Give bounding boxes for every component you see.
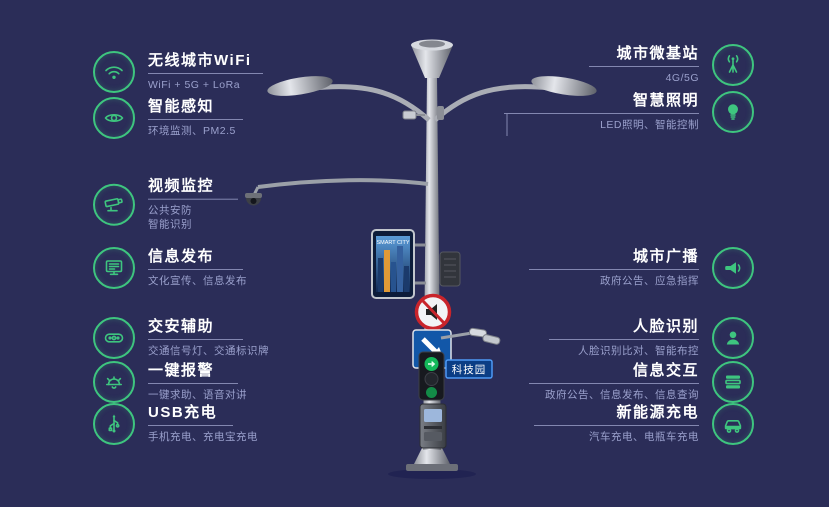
connector-line — [148, 383, 238, 385]
feature-title: USB充电 — [148, 403, 218, 421]
feature-subtitle: 手机充电、充电宝充电 — [148, 431, 258, 444]
led-display-screen: SMART CITY — [371, 229, 426, 299]
connector-line — [148, 119, 243, 121]
feature-title: 一键报警 — [148, 361, 215, 379]
connector-line — [529, 383, 699, 385]
feature-text: 智能感知 环境监测、PM2.5 — [148, 98, 243, 138]
feature-title: 信息交互 — [632, 361, 699, 379]
feature-title: 城市广播 — [632, 247, 699, 265]
feature-title: 智慧照明 — [632, 91, 699, 109]
feature-smart-lighting: 智慧照明 LED照明、智能控制 — [504, 91, 754, 133]
connector-line — [504, 113, 699, 115]
feature-subtitle: 一键求助、语音对讲 — [148, 389, 247, 402]
feature-subtitle: WiFi + 5G + LoRa — [148, 79, 241, 92]
speaker-box — [439, 251, 461, 287]
feature-text: 视频监控 公共安防 智能识别 — [148, 178, 238, 233]
feature-text: 新能源充电 汽车充电、电瓶车充电 — [534, 404, 699, 444]
feature-information-release: 信息发布 文化宣传、信息发布 — [93, 247, 247, 289]
feature-title: 视频监控 — [148, 177, 215, 195]
connector-line — [534, 425, 699, 427]
feature-text: 信息发布 文化宣传、信息发布 — [148, 248, 247, 288]
person-face-icon — [712, 317, 754, 359]
light-bulb-icon — [712, 91, 754, 133]
feature-video-surveillance: 视频监控 公共安防 智能识别 — [93, 178, 238, 233]
direction-arrow-sign — [412, 329, 452, 369]
feature-smart-sensing: 智能感知 环境监测、PM2.5 — [93, 97, 243, 139]
feature-subtitle: 政府公告、信息发布、信息查询 — [545, 389, 699, 402]
sensor-eye-icon — [93, 97, 135, 139]
connector-line — [148, 198, 238, 200]
ev-car-icon — [712, 403, 754, 445]
feature-title: 无线城市WiFi — [148, 51, 252, 69]
dome-camera-arm — [245, 178, 429, 206]
connector-line — [148, 425, 233, 427]
wifi-icon — [93, 51, 135, 93]
environment-sensor — [402, 106, 444, 120]
feature-title: 新能源充电 — [616, 403, 699, 421]
feature-subtitle: 交通信号灯、交通标识牌 — [148, 345, 269, 358]
feature-face-recognition: 人脸识别 人脸识别比对、智能布控 — [549, 317, 754, 359]
feature-text: 城市广播 政府公告、应急指挥 — [529, 248, 699, 288]
feature-micro-base-station: 城市微基站 4G/5G — [589, 44, 754, 86]
tech-park-sign-text: 科技园 — [452, 363, 487, 376]
feature-title: 人脸识别 — [632, 317, 699, 335]
feature-city-broadcast: 城市广播 政府公告、应急指挥 — [529, 247, 754, 289]
feature-title: 信息发布 — [148, 247, 215, 265]
feature-new-energy-charging: 新能源充电 汽车充电、电瓶车充电 — [534, 403, 754, 445]
pole-base — [388, 448, 476, 479]
top-lamp — [411, 39, 453, 78]
no-horn-sign — [414, 293, 452, 331]
feature-subtitle: 文化宣传、信息发布 — [148, 275, 247, 288]
info-list-icon — [712, 361, 754, 403]
feature-subtitle: 4G/5G — [665, 72, 699, 85]
cctv-camera-icon — [93, 184, 135, 226]
feature-text: USB充电 手机充电、充电宝充电 — [148, 404, 258, 444]
feature-subtitle: 汽车充电、电瓶车充电 — [589, 431, 699, 444]
feature-subtitle: LED照明、智能控制 — [600, 119, 699, 132]
connector-line — [148, 73, 263, 75]
feature-text: 一键报警 一键求助、语音对讲 — [148, 362, 247, 402]
feature-one-key-alarm: 一键报警 一键求助、语音对讲 — [93, 361, 247, 403]
feature-text: 城市微基站 4G/5G — [589, 45, 699, 85]
feature-subtitle: 智能识别 — [148, 219, 192, 232]
usb-icon — [93, 403, 135, 445]
lamp-arm-left — [267, 76, 431, 122]
connector-line — [589, 66, 699, 68]
feature-text: 无线城市WiFi WiFi + 5G + LoRa — [148, 52, 263, 92]
feature-text: 人脸识别 人脸识别比对、智能布控 — [549, 318, 699, 358]
feature-usb-charging: USB充电 手机充电、充电宝充电 — [93, 403, 258, 445]
feature-text: 智慧照明 LED照明、智能控制 — [504, 92, 699, 132]
connector-line — [148, 269, 243, 271]
feature-title: 智能感知 — [148, 97, 215, 115]
control-cabinet — [419, 403, 447, 449]
feature-traffic-safety-assist: 交安辅助 交通信号灯、交通标识牌 — [93, 317, 269, 359]
feature-wireless-city-wifi: 无线城市WiFi WiFi + 5G + LoRa — [93, 51, 263, 93]
pole-shaft — [423, 76, 441, 450]
antenna-icon — [712, 44, 754, 86]
connector-line — [148, 339, 243, 341]
feature-title: 交安辅助 — [148, 317, 215, 335]
traffic-light — [418, 351, 445, 401]
connector-line — [529, 269, 699, 271]
dual-bullet-cameras — [440, 327, 501, 345]
feature-text: 交安辅助 交通信号灯、交通标识牌 — [148, 318, 269, 358]
loudspeaker-icon — [712, 247, 754, 289]
alarm-bell-icon — [93, 361, 135, 403]
connector-line — [549, 339, 699, 341]
feature-subtitle: 环境监测、PM2.5 — [148, 125, 236, 138]
feature-text: 信息交互 政府公告、信息发布、信息查询 — [529, 362, 699, 402]
feature-subtitle: 公共安防 — [148, 204, 192, 217]
feature-information-interaction: 信息交互 政府公告、信息发布、信息查询 — [529, 361, 754, 403]
tech-park-sign: 科技园 — [445, 359, 493, 379]
feature-title: 城市微基站 — [616, 44, 699, 62]
screen-title-text: SMART CITY — [376, 240, 409, 246]
feature-subtitle: 政府公告、应急指挥 — [600, 275, 699, 288]
traffic-signal-icon — [93, 317, 135, 359]
feature-subtitle: 人脸识别比对、智能布控 — [578, 345, 699, 358]
display-screen-icon — [93, 247, 135, 289]
